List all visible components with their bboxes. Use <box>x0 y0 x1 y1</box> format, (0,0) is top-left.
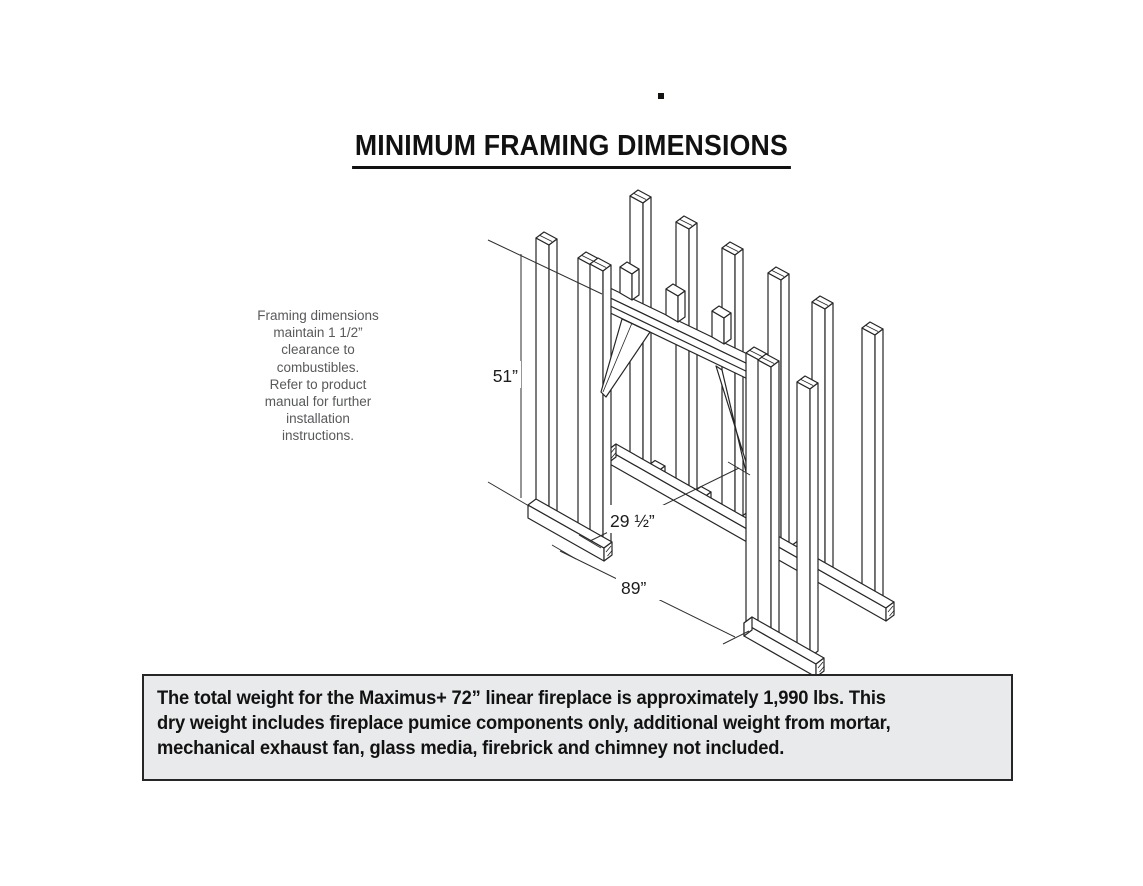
left-jamb-studs <box>535 231 612 549</box>
dimension-depth-29-5: 29 ½” <box>578 461 751 549</box>
page-title: MINIMUM FRAMING DIMENSIONS <box>0 126 1143 169</box>
framing-clearance-note: Framing dimensions maintain 1 1/2” clear… <box>257 308 379 444</box>
right-bottom-plate <box>743 616 825 678</box>
weight-note-text: The total weight for the Maximus+ 72” li… <box>157 687 891 759</box>
depth-dimension-label: 29 ½” <box>610 511 655 531</box>
left-bottom-plate <box>527 498 613 562</box>
width-dimension-label: 89” <box>621 578 646 598</box>
weight-note-box: The total weight for the Maximus+ 72” li… <box>142 674 1013 781</box>
dimension-height-51: 51” <box>483 239 603 507</box>
stray-dot <box>658 93 664 99</box>
header-cripple-stubs <box>619 261 732 345</box>
page-title-text: MINIMUM FRAMING DIMENSIONS <box>352 130 791 169</box>
left-knee-brace <box>600 318 651 398</box>
dimension-width-89: 89” <box>551 544 750 645</box>
height-dimension-label: 51” <box>493 366 518 386</box>
